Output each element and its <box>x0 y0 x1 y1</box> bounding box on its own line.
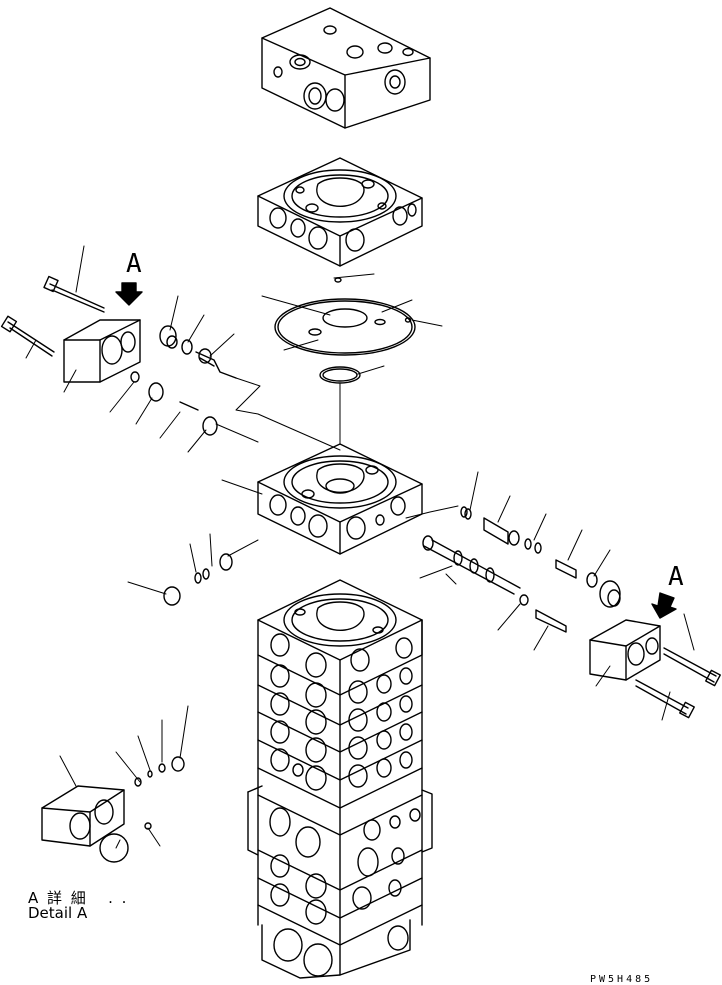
drawing-code: PW5H485 <box>590 974 654 985</box>
detail-a-caption-en: Detail A <box>28 904 88 922</box>
right-fittings <box>461 507 620 607</box>
top-cover-block <box>262 8 430 128</box>
left-bolts <box>2 276 104 356</box>
valve-section-upper <box>258 158 422 266</box>
detail-a-small-parts <box>100 757 184 862</box>
arrow-view-a-left <box>116 283 142 305</box>
detail-a-cover-plate <box>42 786 124 846</box>
right-spool <box>423 536 566 632</box>
valve-section-middle <box>258 444 422 554</box>
left-fittings <box>131 326 236 435</box>
right-cover-plate <box>590 620 660 680</box>
right-bolts <box>636 648 720 718</box>
main-valve-stack <box>248 580 432 978</box>
left-lower-plug <box>164 554 232 605</box>
view-a-label-right: A <box>668 562 684 592</box>
left-cover-plate <box>64 320 140 382</box>
leader-lines <box>26 246 694 848</box>
detail-a-caption-jp: A 詳 細 . . <box>28 889 129 907</box>
arrow-view-a-right <box>652 593 676 618</box>
gasket-plate <box>275 278 415 355</box>
view-a-label-left: A <box>126 249 142 279</box>
o-ring <box>320 367 360 383</box>
